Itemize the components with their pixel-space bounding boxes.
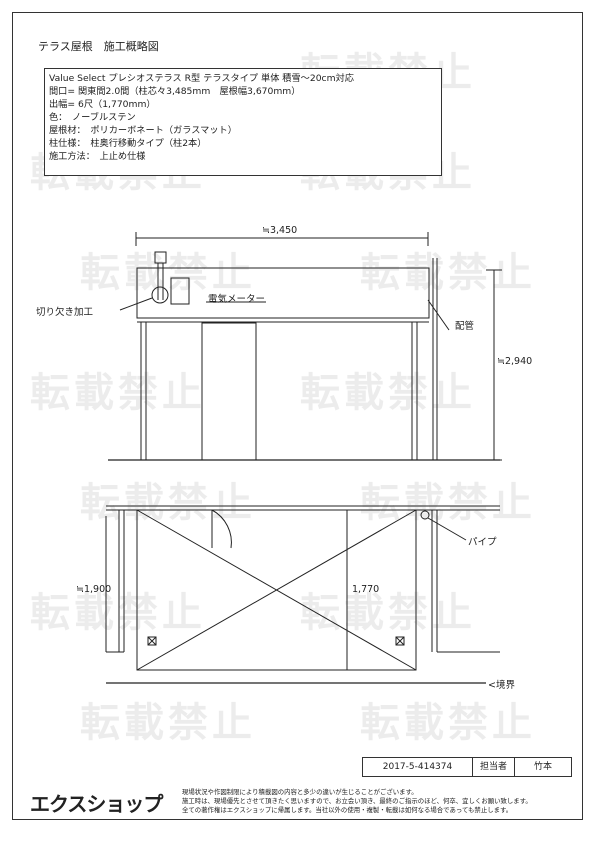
elevation-door [201, 322, 257, 461]
post-marker-left-x2 [147, 636, 157, 646]
elevation-width-dim-label: ≒3,450 [262, 225, 298, 236]
company-logo: エクスショップ [30, 792, 163, 816]
person-name: 竹本 [533, 762, 552, 772]
spec-line-depth: 出幅= 6尺（1,770mm） [49, 99, 156, 110]
title-block: 2017-5-414374 担当者 竹本 [362, 757, 572, 777]
post-marker-right-x2 [395, 636, 405, 646]
watermark-text: 転載禁止 [360, 250, 536, 296]
watermark-text: 転載禁止 [360, 700, 536, 746]
boundary-label: <境界 [488, 680, 515, 691]
elevation-height-dim-label: ≒2,940 [497, 356, 533, 367]
spec-line-frontage: 間口= 関東間2.0間（柱芯々3,485mm 屋根幅3,670mm） [49, 86, 301, 97]
watermark-text: 転載禁止 [360, 480, 536, 526]
spec-box: Value Select プレシオステラス R型 テラスタイプ 単体 積雪～20… [44, 68, 442, 176]
watermark-text: 転載禁止 [30, 370, 206, 416]
drawing-frame [12, 12, 583, 820]
roof-footprint [136, 509, 417, 671]
pipe-label-elevation: 配管 [455, 321, 475, 332]
watermark-text: 転載禁止 [80, 700, 256, 746]
roof-front-beam [136, 267, 430, 319]
plan-depth-dim-label: 1,770 [352, 584, 380, 595]
watermark-text: 転載禁止 [80, 480, 256, 526]
drawing-title: テラス屋根 施工概略図 [38, 40, 159, 53]
post-marker-left [147, 636, 157, 646]
watermark-text: 転載禁止 [300, 370, 476, 416]
post-marker-right [395, 636, 405, 646]
person-label: 担当者 [473, 758, 515, 776]
spec-line-roof-material: 屋根材： ポリカーボネート（ガラスマット） [49, 125, 237, 136]
plan-left-dim-label: ≒1,900 [76, 584, 112, 595]
pipe-label-plan: パイプ [468, 537, 497, 548]
electric-meter [170, 277, 190, 305]
notes: 現場状況や作図制限により積載図の内容と多少の違いが生じることがございます。 施工… [182, 788, 572, 815]
notch-leader [119, 297, 153, 311]
meter-conduit-notch [151, 286, 169, 304]
spec-line-model: Value Select プレシオステラス R型 テラスタイプ 単体 積雪～20… [49, 73, 354, 84]
pipe-leader [427, 517, 467, 541]
drain-pipe [427, 299, 450, 331]
note-line-3: 全ての著作権はエクスショップに帰属します。当社以外の使用・複製・転載は如何なる場… [182, 806, 513, 814]
drawing-number: 2017-5-414374 [363, 758, 473, 776]
watermark-text: 転載禁止 [30, 590, 206, 636]
notch-label: 切り欠き加工 [36, 307, 94, 318]
note-line-2: 施工時は、現場優先とさせて頂きたく思いますので、お立会い頂き、最終のご指示のほど… [182, 797, 532, 805]
note-line-1: 現場状況や作図制限により積載図の内容と多少の違いが生じることがございます。 [182, 788, 418, 796]
spec-line-method: 施工方法： 上止め仕様 [49, 151, 146, 162]
spec-line-post-spec: 柱仕様： 柱奥行移動タイプ（柱2本） [49, 138, 207, 149]
pipe-circle [420, 510, 430, 520]
electric-meter-label: 電気メーター [208, 294, 266, 305]
roof-diagonal-b [136, 509, 417, 671]
spec-line-color: 色： ノーブルステン [49, 112, 136, 123]
electric-meter-box [154, 251, 167, 264]
watermark-text: 転載禁止 [300, 590, 476, 636]
door-swing-arc [211, 509, 232, 549]
